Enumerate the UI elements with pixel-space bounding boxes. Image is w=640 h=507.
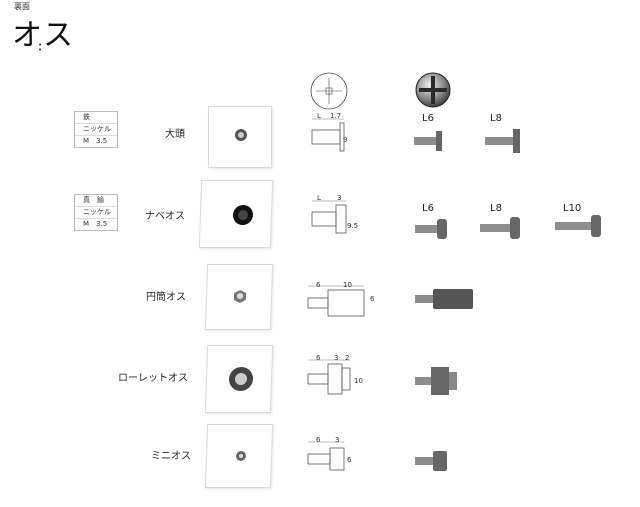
dim-label: 10	[354, 377, 363, 385]
dim-label: 6	[316, 354, 321, 362]
spec-plating: ニッケル	[75, 124, 117, 136]
knurled-screw-side-photo-icon	[415, 367, 457, 395]
standoff-side-photo-icon	[415, 289, 473, 309]
row-name-knurl: ローレットオス	[118, 373, 188, 384]
spec-thread: M 3.5	[83, 220, 108, 228]
dim-label: 9.5	[347, 222, 359, 230]
row-name-ohgashira: 大頭	[165, 129, 185, 140]
row-name-entou: 円筒オス	[146, 292, 186, 303]
dim-label: L	[317, 194, 321, 202]
dimension-diagram	[307, 359, 351, 395]
screw-side-photo-icon	[555, 215, 601, 237]
screw-side-photo-icon	[414, 131, 442, 151]
screw-side-photo-icon	[485, 129, 520, 153]
screw-head-photo-icon	[228, 367, 254, 391]
product-photo-card	[198, 180, 274, 248]
spec-plating: ニッケル	[75, 207, 117, 219]
dim-label: 10	[343, 281, 352, 289]
dimension-diagram	[311, 200, 347, 234]
phillips-head-diagram-icon	[310, 72, 348, 110]
phillips-head-photo-icon	[415, 72, 451, 108]
dim-label: L	[317, 112, 321, 120]
dim-label: 2	[345, 354, 350, 362]
product-photo-card	[204, 345, 274, 413]
mini-screw-side-photo-icon	[415, 451, 447, 471]
dim-label: 3	[337, 194, 342, 202]
screw-head-photo-icon	[235, 451, 247, 461]
screw-side-photo-icon	[480, 217, 520, 239]
title-dots: ••	[38, 41, 43, 54]
row-name-mini: ミニオス	[151, 451, 191, 462]
dim-label: 6	[347, 456, 352, 464]
dimension-diagram	[307, 285, 365, 317]
dim-label: 1.7	[330, 112, 342, 120]
page-subtitle: 裏面	[14, 2, 30, 11]
dim-label: 9	[343, 136, 348, 144]
screw-head-photo-icon	[233, 290, 247, 303]
screw-side-photo-icon	[415, 219, 447, 239]
length-label-l8: L8	[490, 203, 502, 214]
page-title: オス	[12, 18, 74, 53]
dim-label: 3	[334, 354, 339, 362]
product-photo-card	[204, 264, 274, 330]
dimension-diagram	[307, 441, 345, 471]
screw-head-photo-icon	[235, 129, 247, 141]
length-label-l10: L10	[563, 203, 582, 214]
row-name-nabe: ナベオス	[145, 211, 185, 222]
spec-table-ohgashira: 鉄 ニッケル M 3.5	[74, 111, 118, 148]
spec-material: 鉄	[75, 112, 117, 124]
dim-label: 6	[316, 281, 321, 289]
length-label-l6: L6	[422, 203, 434, 214]
dim-label: 3	[335, 436, 340, 444]
spec-table-nabe: 真 鍮 ニッケル M 3.5	[74, 194, 118, 231]
product-photo-card	[204, 424, 274, 488]
screw-head-photo-icon	[232, 205, 253, 225]
dim-label: 6	[370, 295, 375, 303]
dimension-diagram	[311, 118, 345, 152]
spec-material: 真 鍮	[75, 195, 117, 207]
length-label-l8: L8	[490, 113, 502, 124]
dim-label: 6	[316, 436, 321, 444]
spec-thread: M 3.5	[83, 137, 108, 145]
product-photo-card	[208, 106, 272, 168]
length-label-l6: L6	[422, 113, 434, 124]
